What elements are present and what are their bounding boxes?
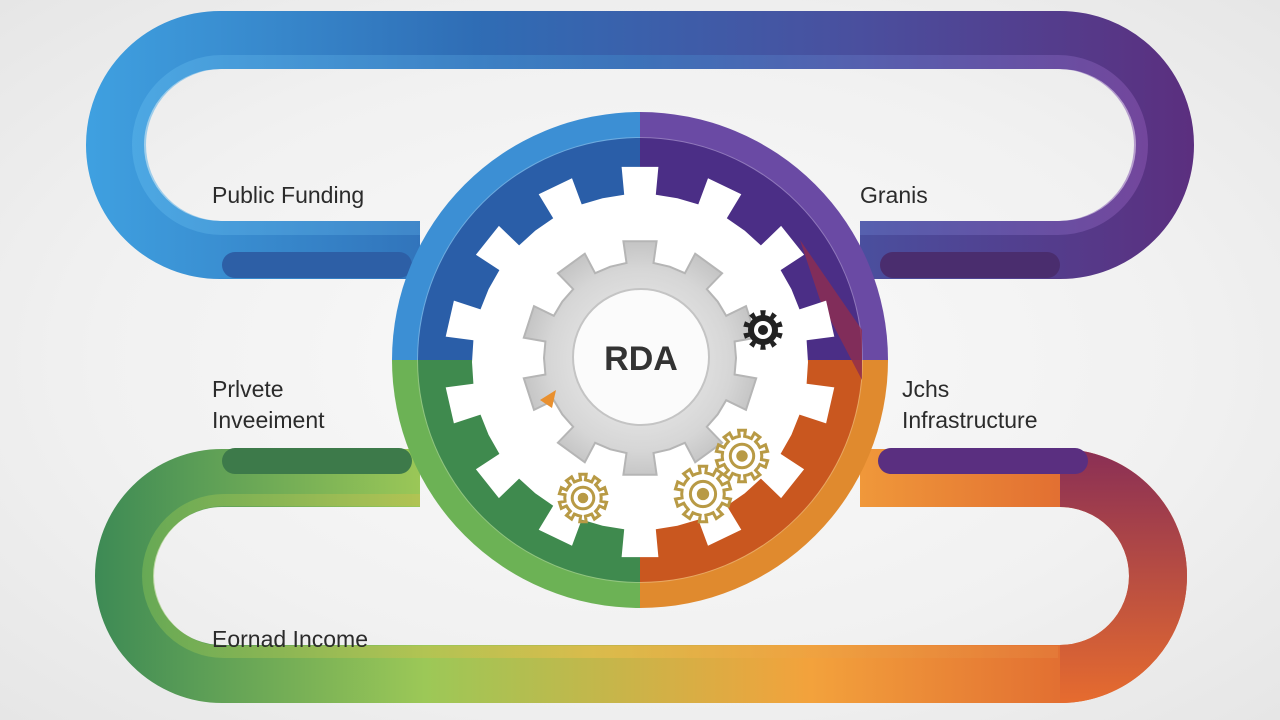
- top-loop: [86, 10, 1194, 279]
- bottom-loop: [95, 448, 1188, 703]
- label-grants: Granis: [860, 182, 928, 208]
- label-private-investment-line1: Prlvete: [212, 376, 284, 402]
- hub-label: RDA: [604, 340, 678, 378]
- label-private-investment-line2: Inveeiment: [212, 407, 325, 433]
- small-dark-gear-icon: [743, 310, 783, 350]
- gold-gear-icon: [557, 472, 609, 524]
- label-jobs-line1: Jchs: [902, 376, 950, 402]
- label-public-funding: Public Funding: [212, 182, 365, 208]
- label-private-investment: Prlvete Inveeiment: [212, 374, 325, 436]
- gold-gear-icon: [714, 428, 770, 484]
- gold-gear-icon: [673, 464, 733, 524]
- hub-center: RDA: [572, 288, 710, 426]
- label-jobs-line2: Infrastructure: [902, 407, 1038, 433]
- label-jobs-infrastructure: Jchs Infrastructure: [902, 374, 1038, 436]
- accent-triangle: [540, 390, 556, 408]
- label-earned-income: Eornad Income: [212, 626, 368, 652]
